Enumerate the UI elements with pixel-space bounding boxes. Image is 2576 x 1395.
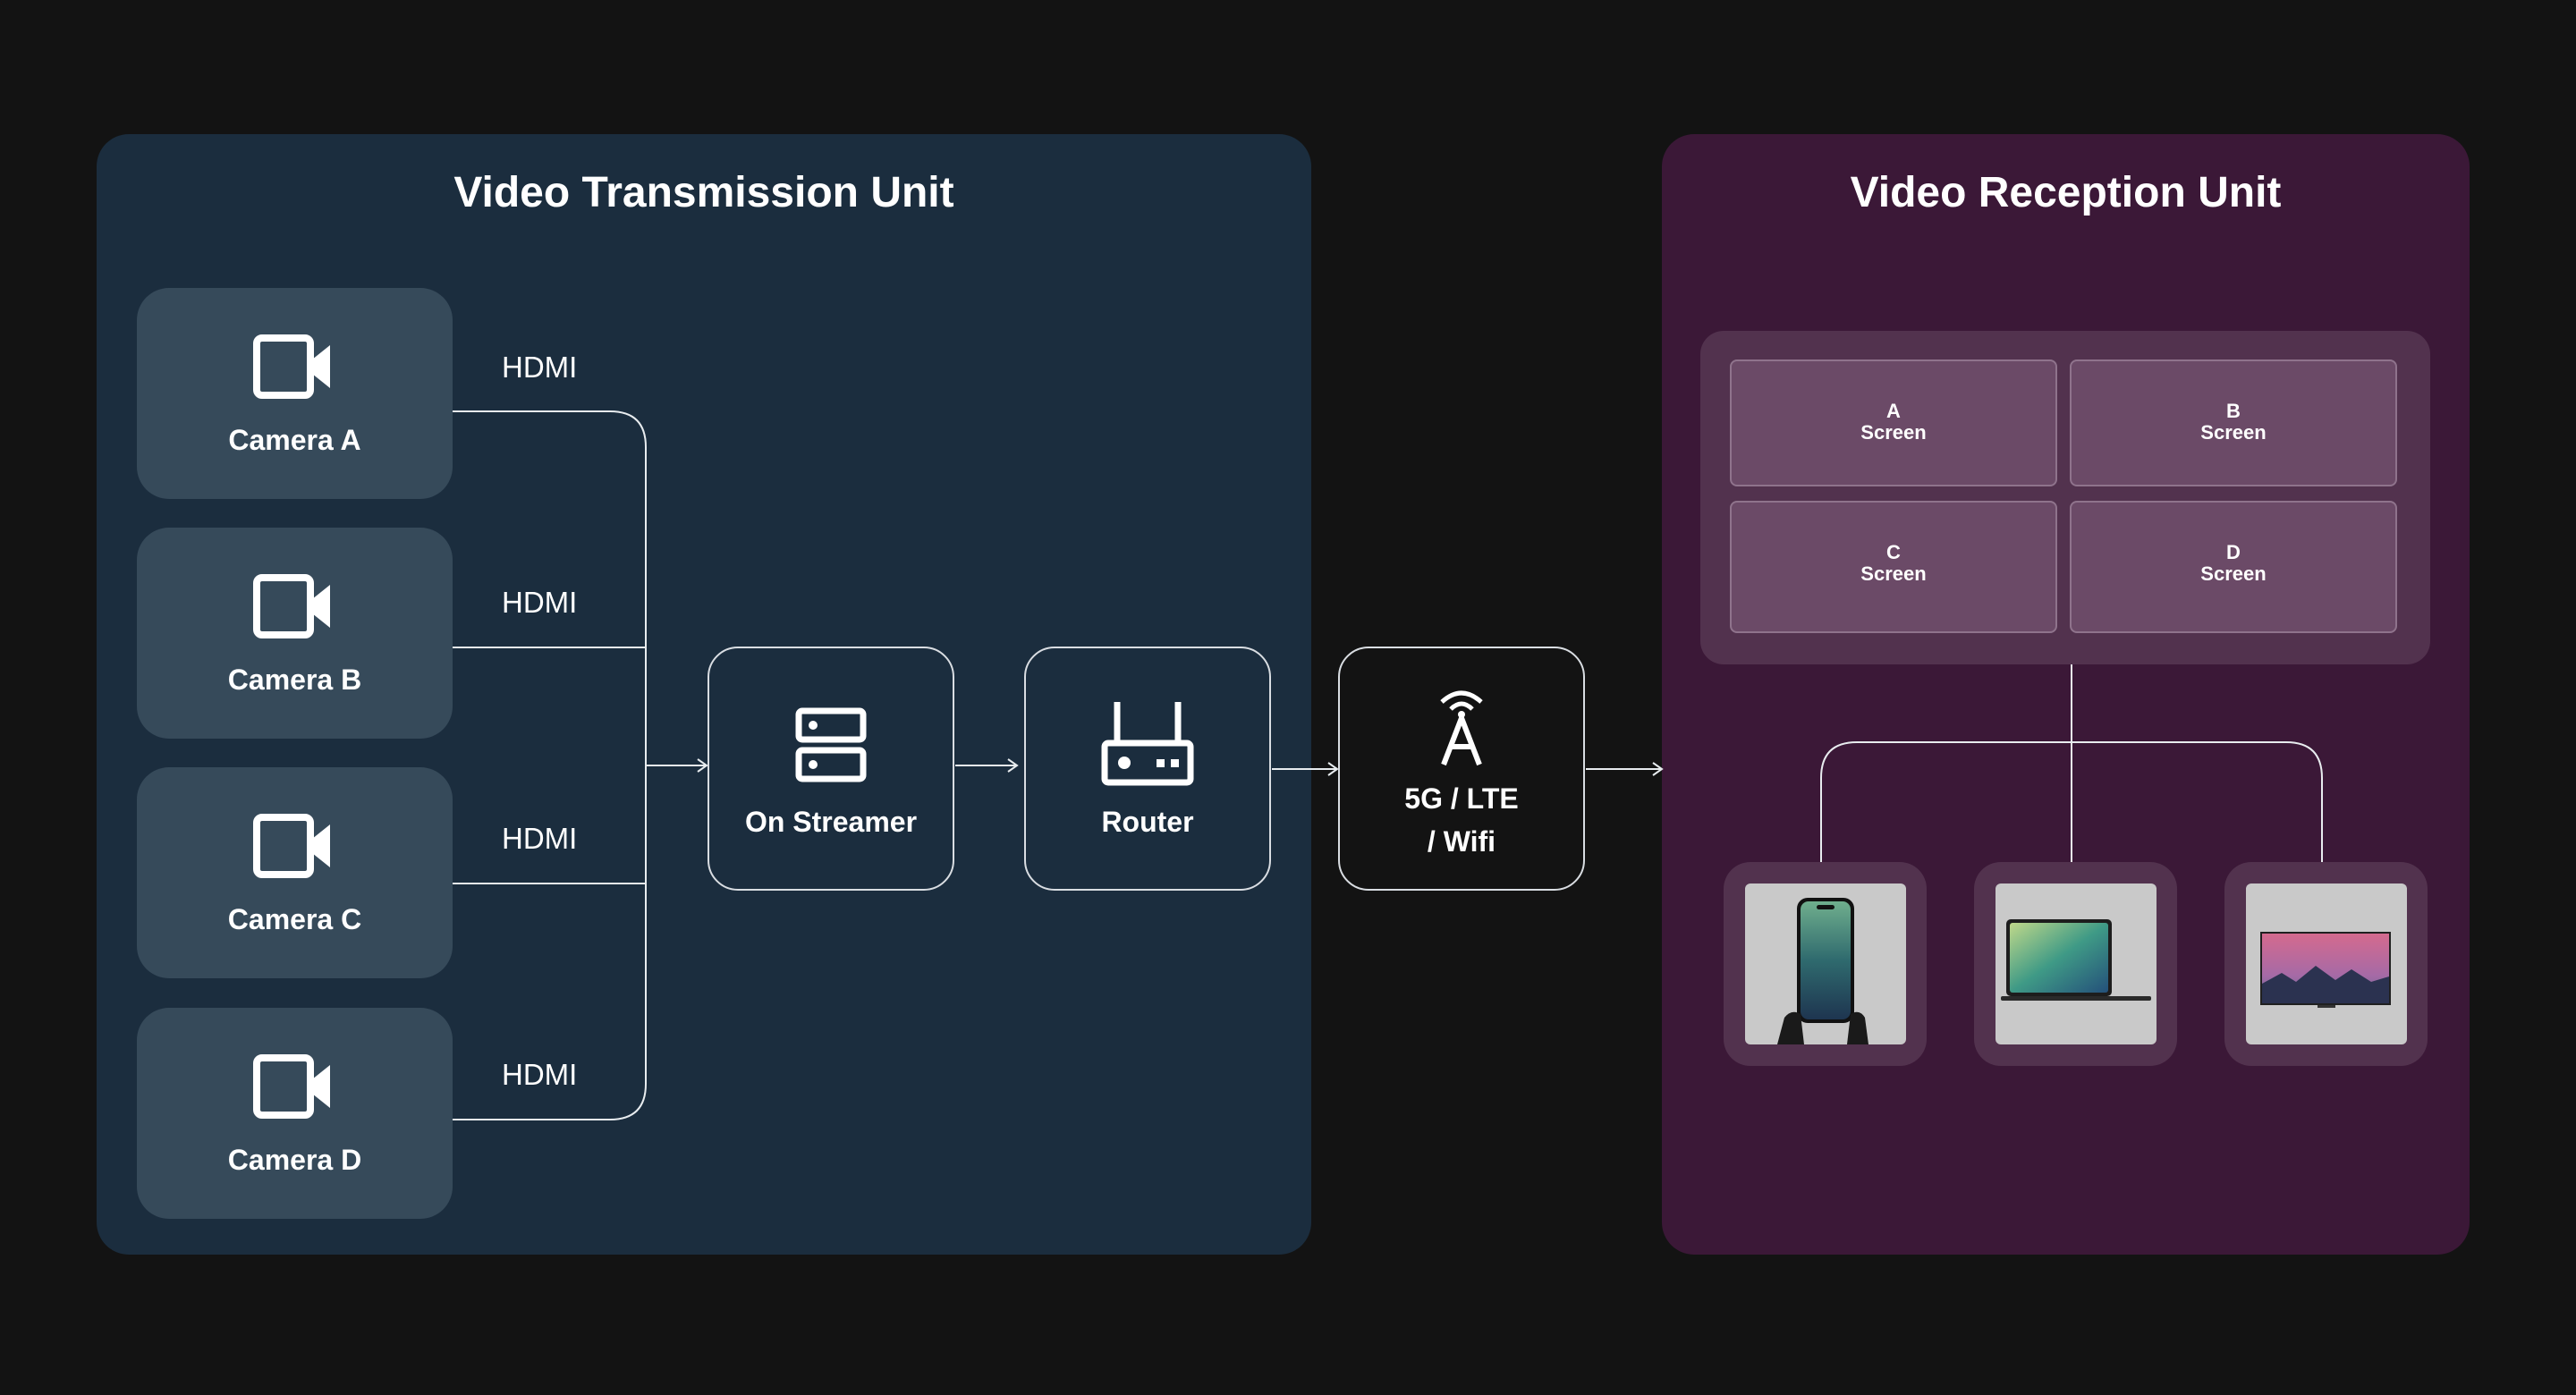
- video-camera-icon: [253, 334, 330, 399]
- tv-device-card: [2224, 862, 2428, 1066]
- cell-tower-icon: [1440, 690, 1483, 766]
- laptop-device-card: [1974, 862, 2177, 1066]
- video-camera-icon: [253, 1054, 330, 1119]
- screen-grid: A Screen B Screen C Screen D Screen: [1700, 331, 2430, 664]
- screen-letter: C: [1886, 541, 1901, 563]
- screen-label: Screen: [2200, 421, 2267, 444]
- screen-letter: D: [2226, 541, 2241, 563]
- screen-label: Screen: [1860, 421, 1927, 444]
- video-camera-icon: [253, 814, 330, 878]
- network-label-line1: 5G / LTE: [1404, 782, 1519, 815]
- hdmi-label-d: HDMI: [502, 1058, 578, 1091]
- server-icon: [795, 707, 867, 782]
- transmission-title: Video Transmission Unit: [453, 169, 954, 216]
- router-to-network-arrow: [1272, 762, 1339, 776]
- router-label: Router: [1101, 806, 1194, 838]
- reception-title: Video Reception Unit: [1850, 169, 2282, 216]
- hdmi-label-a: HDMI: [502, 351, 578, 384]
- camera-label: Camera C: [227, 903, 362, 935]
- camera-a-card: Camera A: [137, 288, 453, 499]
- screen-c-tile: C Screen: [1730, 501, 2057, 633]
- merge-to-streamer-arrow: [646, 758, 708, 773]
- camera-a-connector: [453, 410, 647, 1120]
- network-to-reception-arrow: [1586, 762, 1664, 776]
- grid-to-devices-connector: [1820, 664, 2323, 862]
- camera-b-card: Camera B: [137, 528, 453, 739]
- screen-d-tile: D Screen: [2070, 501, 2397, 633]
- screen-b-tile: B Screen: [2070, 359, 2397, 486]
- router-icon: [1101, 702, 1194, 786]
- hdmi-label-c: HDMI: [502, 822, 578, 855]
- video-camera-icon: [253, 574, 330, 638]
- camera-d-card: Camera D: [137, 1008, 453, 1219]
- network-node: 5G / LTE / Wifi: [1338, 647, 1585, 891]
- camera-label: Camera B: [227, 664, 362, 696]
- screen-a-tile: A Screen: [1730, 359, 2057, 486]
- network-label-line2: / Wifi: [1427, 825, 1496, 858]
- laptop-image: [1996, 884, 2157, 1044]
- camera-label: Camera D: [227, 1144, 362, 1176]
- phone-device-card: [1724, 862, 1927, 1066]
- screen-label: Screen: [2200, 562, 2267, 585]
- camera-label: Camera A: [228, 424, 361, 456]
- router-node: Router: [1024, 647, 1271, 891]
- streamer-to-router-arrow: [955, 758, 1019, 773]
- video-reception-unit-panel: Video Reception Unit: [1662, 134, 2470, 1255]
- phone-image: [1745, 884, 1906, 1044]
- tv-image: [2246, 884, 2407, 1044]
- on-streamer-node: On Streamer: [708, 647, 954, 891]
- hdmi-label-b: HDMI: [502, 586, 578, 619]
- screen-letter: B: [2226, 400, 2241, 422]
- camera-c-card: Camera C: [137, 767, 453, 978]
- screen-letter: A: [1886, 400, 1901, 422]
- screen-label: Screen: [1860, 562, 1927, 585]
- streamer-label: On Streamer: [744, 806, 918, 838]
